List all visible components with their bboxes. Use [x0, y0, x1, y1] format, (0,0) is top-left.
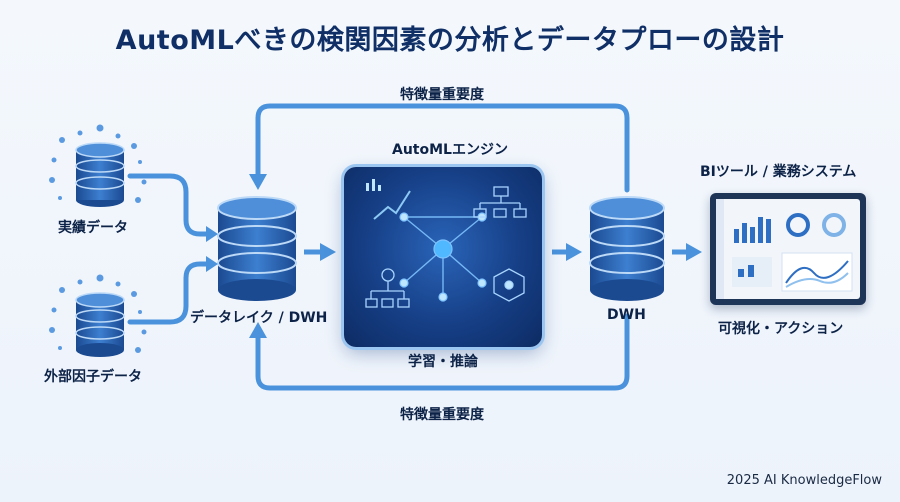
hierarchy-icon: [473, 186, 527, 218]
feedback-loop-top: [255, 103, 630, 193]
database-icon-actual: [75, 142, 125, 207]
arrowhead: [249, 322, 267, 338]
data-dots-top: [49, 124, 147, 203]
arrow-actual-to-lake: [127, 173, 209, 237]
arrowhead: [566, 243, 582, 261]
label-feedback-top: 特徴量重要度: [400, 87, 484, 103]
arrow-external-to-lake: [127, 261, 209, 325]
hexagon-network-icon: [493, 268, 525, 302]
database-icon-dwh: [589, 196, 665, 301]
network-graph-icon: [365, 179, 527, 308]
arrowhead: [206, 226, 218, 242]
data-dots-bottom: [49, 274, 147, 353]
label-bi-caption: 可視化・アクション: [718, 321, 844, 337]
label-bi-title: BIツール / 業務システム: [700, 164, 857, 180]
label-dwh: DWH: [607, 307, 646, 323]
arrowhead: [686, 243, 702, 261]
arrowhead: [206, 256, 218, 272]
chart-icon: [366, 179, 381, 191]
label-engine-caption: 学習・推論: [408, 354, 478, 370]
label-external-data: 外部因子データ: [44, 369, 142, 385]
database-icon-datalake: [217, 196, 297, 301]
dashboard-icon: [716, 199, 853, 299]
feedback-loop-bottom: [255, 313, 630, 391]
label-actual-data: 実績データ: [58, 220, 128, 236]
label-feedback-bottom: 特徴量重要度: [400, 407, 484, 423]
arrowhead: [249, 174, 267, 190]
page-title: AutoMLべきの検関因素の分析とデータプローの設計: [115, 25, 785, 56]
label-data-lake: データレイク / DWH: [190, 310, 328, 326]
footer-credit: 2025 AI KnowledgeFlow: [726, 473, 882, 488]
hierarchy-icon: [365, 268, 410, 308]
database-icon-external: [75, 292, 125, 357]
bi-dashboard-screen: [710, 193, 866, 305]
label-engine-title: AutoMLエンジン: [392, 142, 508, 158]
arrowhead: [320, 243, 336, 261]
automl-engine-panel: [344, 167, 542, 347]
